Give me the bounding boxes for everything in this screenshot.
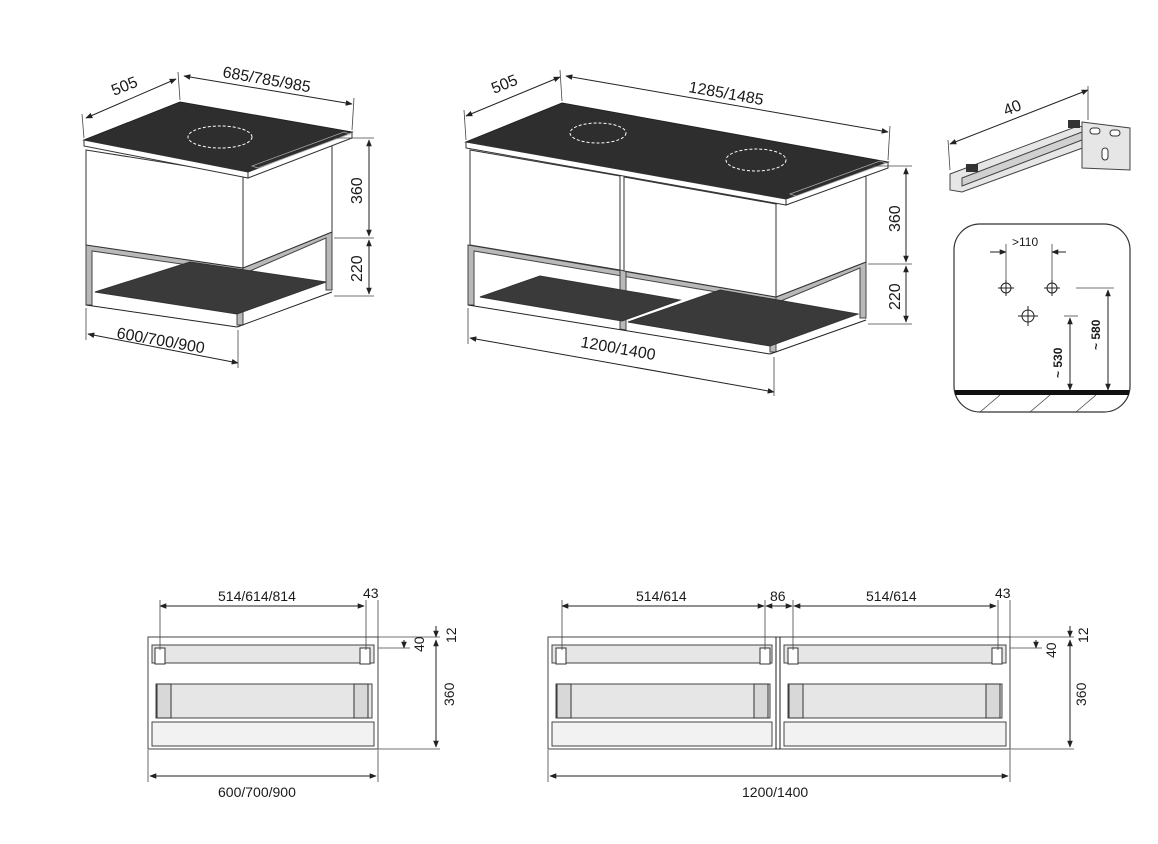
- double-width-label: 1200/1400: [742, 784, 808, 800]
- hanger-1: [555, 647, 567, 665]
- single-top-width-label: 685/785/985: [221, 64, 312, 96]
- single-cabinet-3d: 505 685/785/985 360 220 600/700/900: [81, 64, 374, 368]
- single-height-label: 360: [441, 682, 457, 706]
- single-body-height-label: 360: [349, 177, 366, 204]
- double-top-offset-label: 12: [1075, 627, 1091, 643]
- double-cabinet-frame: [467, 244, 867, 355]
- wall-connection-detail: >110 ~ 530 ~ 580: [953, 223, 1131, 413]
- single-hanger-drop-label: 40: [411, 636, 427, 652]
- single-cabinet-frame: [85, 231, 333, 328]
- wall-bracket: 40: [947, 86, 1131, 193]
- single-frame-height-label: 220: [349, 255, 366, 282]
- supply-height-label: ~ 580: [1089, 319, 1103, 350]
- hanger-left: [154, 647, 166, 665]
- single-base-width-label: 600/700/900: [115, 325, 206, 357]
- basin-outline: [187, 125, 253, 149]
- single-top-offset-label: 12: [443, 627, 459, 643]
- hanger-2: [759, 647, 771, 665]
- double-cabinet-front-view: 514/614 86 514/614 43 12 40 360 1200/140…: [547, 585, 1091, 800]
- basin-outline-right: [725, 148, 787, 172]
- double-frame-height-label: 220: [887, 283, 904, 310]
- double-hanger-drop-label: 40: [1043, 642, 1059, 658]
- hanger-3: [787, 647, 799, 665]
- hole-spacing-label: >110: [1012, 235, 1038, 249]
- double-edge-offset-label: 43: [995, 585, 1011, 601]
- single-edge-offset-label: 43: [363, 585, 379, 601]
- drain-height-label: ~ 530: [1051, 347, 1065, 378]
- double-body-height-label: 360: [887, 205, 904, 232]
- double-top-width-label: 1285/1485: [687, 79, 765, 109]
- hanger-right: [359, 647, 371, 665]
- double-hanger-spacing-right-label: 514/614: [866, 588, 917, 604]
- supply-hole-right: [1044, 280, 1060, 296]
- double-cabinet-drawer-left: [469, 149, 621, 271]
- hanger-4: [991, 647, 1003, 665]
- double-hanger-spacing-left-label: 514/614: [636, 588, 687, 604]
- double-depth-label: 505: [489, 72, 520, 98]
- single-hanger-spacing-label: 514/614/814: [218, 588, 296, 604]
- supply-hole-left: [998, 280, 1014, 296]
- single-width-label: 600/700/900: [218, 784, 296, 800]
- double-height-label: 360: [1073, 682, 1089, 706]
- drain-hole: [1018, 306, 1038, 326]
- double-cabinet-3d: 505 1285/1485 360 220 1200/1400: [463, 69, 912, 396]
- runner-left: [156, 683, 172, 719]
- bracket-size-label: 40: [1001, 97, 1024, 119]
- single-depth-label: 505: [109, 74, 140, 100]
- runner-right: [353, 683, 369, 719]
- single-cabinet-front-view: 514/614/814 43 12 40 360 600/700/900: [147, 585, 459, 800]
- double-middle-gap-label: 86: [770, 588, 786, 604]
